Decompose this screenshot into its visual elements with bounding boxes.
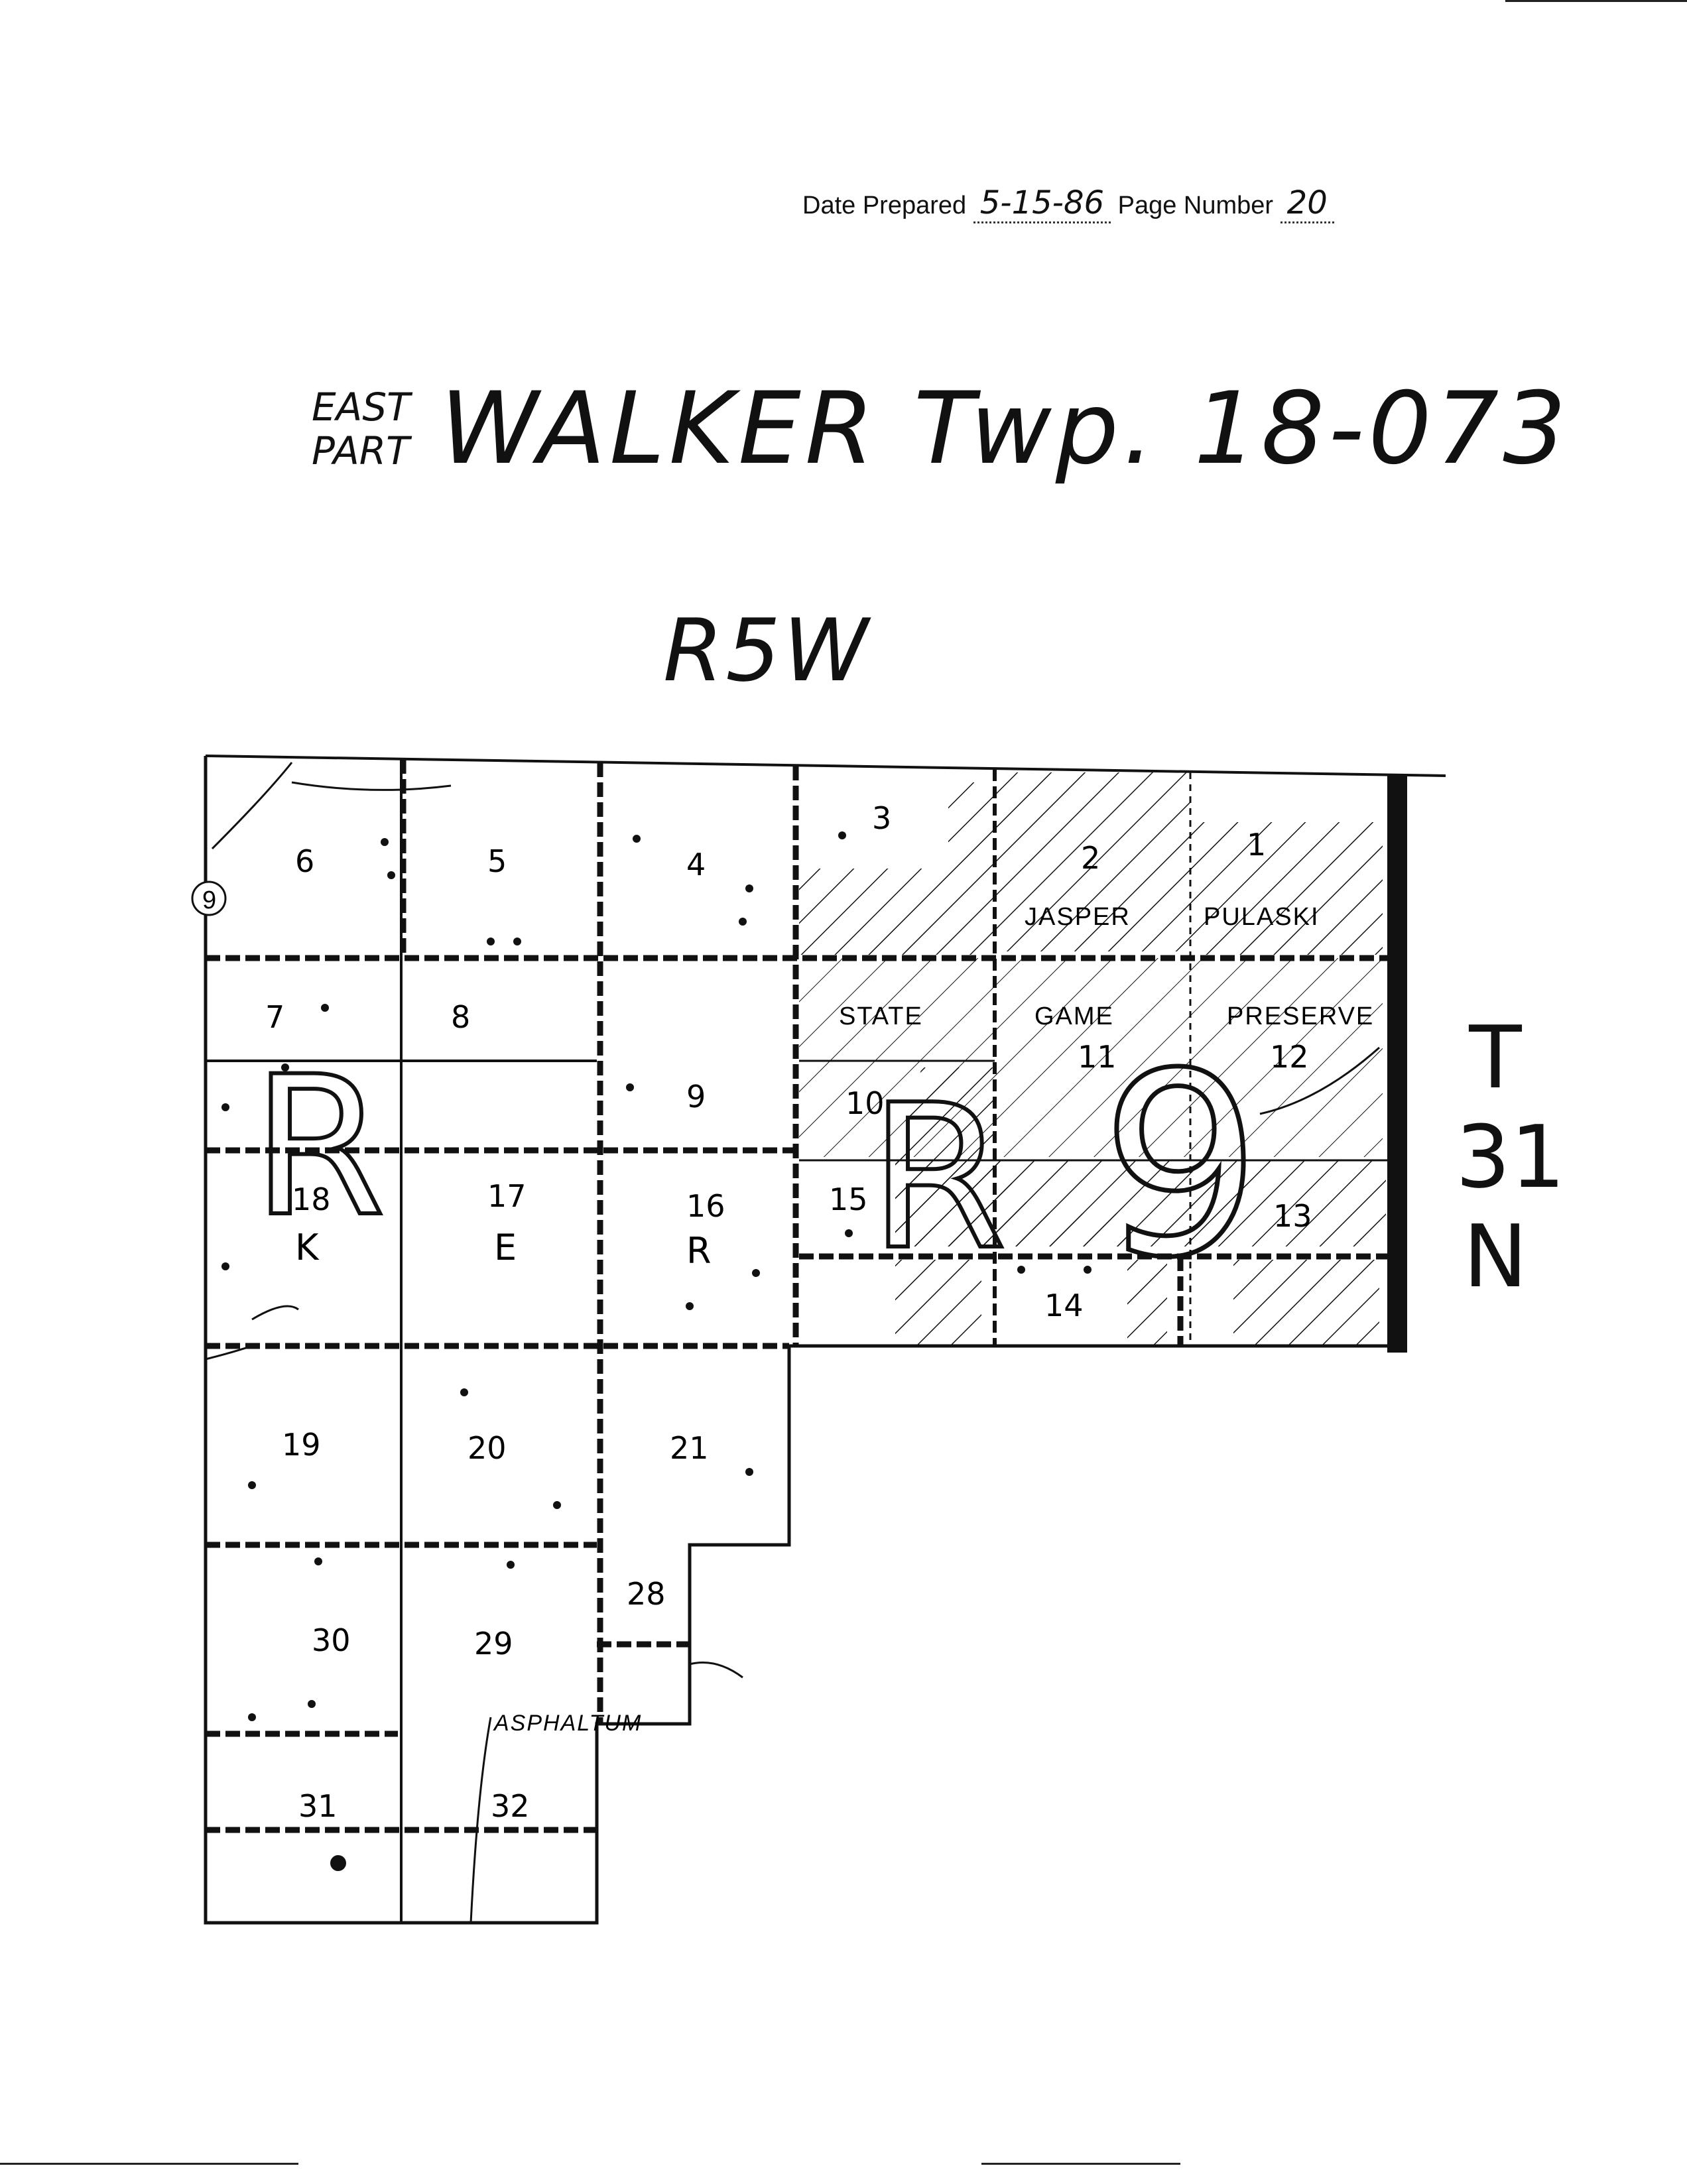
range-label: R5W xyxy=(663,600,871,701)
section-10: 10 xyxy=(845,1085,885,1121)
section-21: 21 xyxy=(670,1430,709,1466)
overlay-letters: R K E R R 9 xyxy=(250,1017,1263,1315)
overlay-r-large: R xyxy=(252,1036,386,1259)
section-29: 29 xyxy=(474,1626,513,1662)
section-32: 32 xyxy=(491,1788,530,1824)
section-31: 31 xyxy=(298,1788,338,1824)
footer-rule-left xyxy=(0,2163,298,2165)
section-17: 17 xyxy=(487,1178,527,1214)
section-numbers: 3 2 1 4 5 6 7 8 9 10 11 12 13 14 15 16 1… xyxy=(265,800,1312,1824)
map-dots xyxy=(221,831,1092,1871)
section-12: 12 xyxy=(1270,1039,1309,1075)
section-11: 11 xyxy=(1078,1039,1117,1075)
page-header: Date Prepared 5-15-86 Page Number 20 xyxy=(802,184,1334,223)
section-6: 6 xyxy=(295,843,314,879)
section-28: 28 xyxy=(627,1576,666,1612)
route-marker-icon xyxy=(191,880,227,916)
overlay-nine: 9 xyxy=(1101,1019,1261,1313)
township-title: WALKER Twp. 18-073 xyxy=(440,371,1570,487)
section-9: 9 xyxy=(686,1079,706,1115)
top-rule-right xyxy=(1505,0,1687,2)
page-number-value: 20 xyxy=(1280,184,1334,223)
tn-line-1: T xyxy=(1469,1007,1522,1108)
part-label: EAST PART xyxy=(312,385,410,473)
route-marker-label: 9 xyxy=(202,886,218,914)
preserve-labels: JASPER PULASKI STATE GAME PRESERVE ASPHA… xyxy=(493,903,1374,1736)
section-8: 8 xyxy=(451,999,470,1035)
section-4: 4 xyxy=(686,847,706,882)
map-features xyxy=(205,762,1380,1923)
page-number-label: Page Number xyxy=(1117,192,1274,219)
section-13: 13 xyxy=(1273,1198,1312,1234)
overlay-k: K xyxy=(295,1227,320,1268)
date-prepared-value: 5-15-86 xyxy=(973,184,1111,223)
section-5: 5 xyxy=(487,843,507,879)
label-jasper: JASPER xyxy=(1025,903,1131,931)
overlay-e: E xyxy=(494,1227,517,1268)
section-20: 20 xyxy=(468,1430,507,1466)
section-18: 18 xyxy=(292,1182,331,1217)
section-7: 7 xyxy=(265,999,284,1035)
label-state: STATE xyxy=(839,1002,923,1030)
date-prepared-label: Date Prepared xyxy=(802,192,967,219)
section-1: 1 xyxy=(1247,827,1266,863)
part-line-2: PART xyxy=(312,428,410,473)
map-title: EAST PART WALKER Twp. 18-073 xyxy=(312,371,1570,487)
preserve-hatch xyxy=(799,772,1386,1346)
label-game: GAME xyxy=(1034,1002,1114,1030)
section-2: 2 xyxy=(1081,840,1100,876)
section-19: 19 xyxy=(282,1427,321,1463)
tn-line-3: N xyxy=(1463,1206,1528,1307)
label-asphaltum: ASPHALTUM xyxy=(493,1711,642,1736)
footer-rule-right xyxy=(981,2163,1180,2165)
section-3: 3 xyxy=(872,800,891,836)
section-15: 15 xyxy=(829,1182,868,1217)
section-14: 14 xyxy=(1044,1288,1084,1323)
section-grid xyxy=(204,755,1446,1925)
part-line-1: EAST xyxy=(312,385,410,430)
overlay-r-second: R xyxy=(869,1062,1007,1294)
label-pulaski: PULASKI xyxy=(1204,903,1320,931)
label-preserve: PRESERVE xyxy=(1227,1002,1374,1030)
section-30: 30 xyxy=(312,1622,351,1658)
overlay-r-small: R xyxy=(686,1230,712,1272)
section-16: 16 xyxy=(686,1188,725,1224)
